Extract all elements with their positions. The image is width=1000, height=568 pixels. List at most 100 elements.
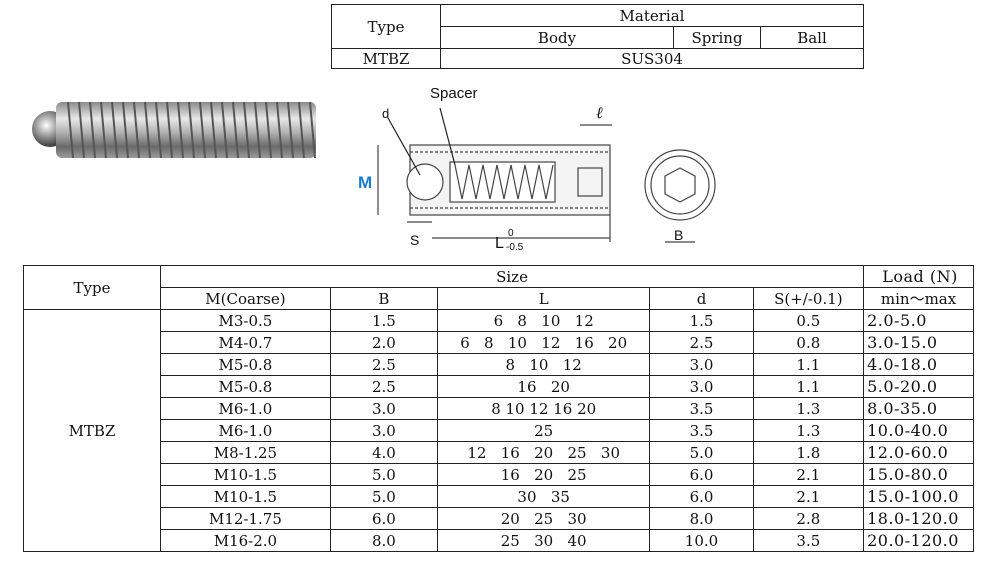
cell-d: 3.5 — [649, 419, 754, 442]
material-col-spring: Spring — [673, 26, 761, 49]
cell-s: 0.8 — [752, 331, 865, 354]
thread-ridge — [122, 101, 129, 159]
technical-drawing: Spacer d ℓ M S L 0 -0.5 — [358, 85, 612, 253]
cell-b: 3.0 — [329, 397, 438, 420]
thread-ridge — [298, 101, 305, 159]
hex-socket-end — [664, 167, 696, 203]
cell-m: M10-1.5 — [159, 485, 331, 508]
cell-l: 8 10 12 16 20 — [436, 397, 651, 420]
cell-d: 3.5 — [649, 397, 754, 420]
cell-d: 1.5 — [649, 309, 754, 332]
cell-m: M4-0.7 — [159, 331, 331, 354]
cell-s: 0.5 — [752, 309, 865, 332]
thread-ridge — [100, 101, 107, 159]
thread-ridge — [188, 101, 195, 159]
spec-table: Type Size Load (N) M(Coarse) B L d S(+/-… — [23, 265, 974, 552]
thread-ridge — [144, 101, 151, 159]
col-b: B — [329, 287, 438, 310]
cell-load: 8.0-35.0 — [863, 397, 974, 420]
cell-b: 3.0 — [329, 419, 438, 442]
cell-load: 18.0-120.0 — [863, 507, 974, 530]
cell-d: 8.0 — [649, 507, 754, 530]
col-l: L — [436, 287, 651, 310]
spring-cavity — [449, 161, 556, 203]
cell-m: M6-1.0 — [159, 397, 331, 420]
thread-ridge — [221, 101, 228, 159]
cell-m: M8-1.25 — [159, 441, 331, 464]
col-d: d — [649, 287, 754, 310]
thread-ridge — [309, 101, 316, 159]
thread-ridge — [232, 101, 239, 159]
l-tol-upper: 0 — [508, 228, 514, 239]
cell-load: 15.0-100.0 — [863, 485, 974, 508]
cell-s: 1.8 — [752, 441, 865, 464]
col-s: S(+/-0.1) — [752, 287, 865, 310]
thread-ridge — [166, 101, 173, 159]
material-type-header: Type — [331, 4, 441, 49]
cell-d: 3.0 — [649, 353, 754, 376]
load-header: Load (N) — [863, 265, 974, 288]
thread-ridge — [254, 101, 261, 159]
product-photo — [32, 101, 316, 159]
cell-s: 1.3 — [752, 419, 865, 442]
cell-m: M12-1.75 — [159, 507, 331, 530]
cell-d: 5.0 — [649, 441, 754, 464]
cell-l: 25 — [436, 419, 651, 442]
threads — [67, 101, 316, 159]
cell-l: 6 8 10 12 — [436, 309, 651, 332]
end-view: B — [644, 149, 716, 243]
thread-ridge — [155, 101, 162, 159]
spacer-label: Spacer — [430, 85, 478, 102]
cell-s: 1.1 — [752, 375, 865, 398]
cell-b: 2.0 — [329, 331, 438, 354]
cell-d: 3.0 — [649, 375, 754, 398]
l-label: L — [495, 235, 504, 252]
spacer-leader — [439, 107, 456, 166]
cell-m: M6-1.0 — [159, 419, 331, 442]
thread-ridge — [243, 101, 250, 159]
spec-type-header: Type — [23, 265, 161, 310]
cell-b: 1.5 — [329, 309, 438, 332]
cell-s: 2.1 — [752, 463, 865, 486]
cell-load: 4.0-18.0 — [863, 353, 974, 376]
cell-m: M10-1.5 — [159, 463, 331, 486]
cell-load: 2.0-5.0 — [863, 309, 974, 332]
cell-b: 4.0 — [329, 441, 438, 464]
cell-s: 2.1 — [752, 485, 865, 508]
thread-ridge — [210, 101, 217, 159]
cell-s: 2.8 — [752, 507, 865, 530]
hex-socket — [577, 167, 603, 197]
cell-l: 16 20 25 — [436, 463, 651, 486]
material-col-ball: Ball — [760, 26, 864, 49]
load-subheader: min～max — [863, 287, 974, 310]
thread-ridge — [276, 101, 283, 159]
material-col-body: Body — [440, 26, 674, 49]
cell-m: M16-2.0 — [159, 529, 331, 552]
cell-b: 6.0 — [329, 507, 438, 530]
cell-l: 30 35 — [436, 485, 651, 508]
cell-load: 12.0-60.0 — [863, 441, 974, 464]
cell-l: 8 10 12 — [436, 353, 651, 376]
spec-type-value: MTBZ — [23, 309, 161, 552]
cell-m: M5-0.8 — [159, 375, 331, 398]
ball-outline — [406, 163, 444, 201]
d-leader — [387, 117, 421, 176]
threaded-body — [56, 102, 316, 158]
b-label: B — [674, 227, 683, 243]
material-value: SUS304 — [440, 48, 864, 69]
cell-load: 10.0-40.0 — [863, 419, 974, 442]
cell-b: 2.5 — [329, 375, 438, 398]
cell-s: 1.1 — [752, 353, 865, 376]
cell-load: 5.0-20.0 — [863, 375, 974, 398]
cell-m: M3-0.5 — [159, 309, 331, 332]
end-view-inner-circle — [650, 155, 710, 215]
thread-ridge — [177, 101, 184, 159]
thread-ridge — [265, 101, 272, 159]
m-label: M — [358, 173, 372, 192]
